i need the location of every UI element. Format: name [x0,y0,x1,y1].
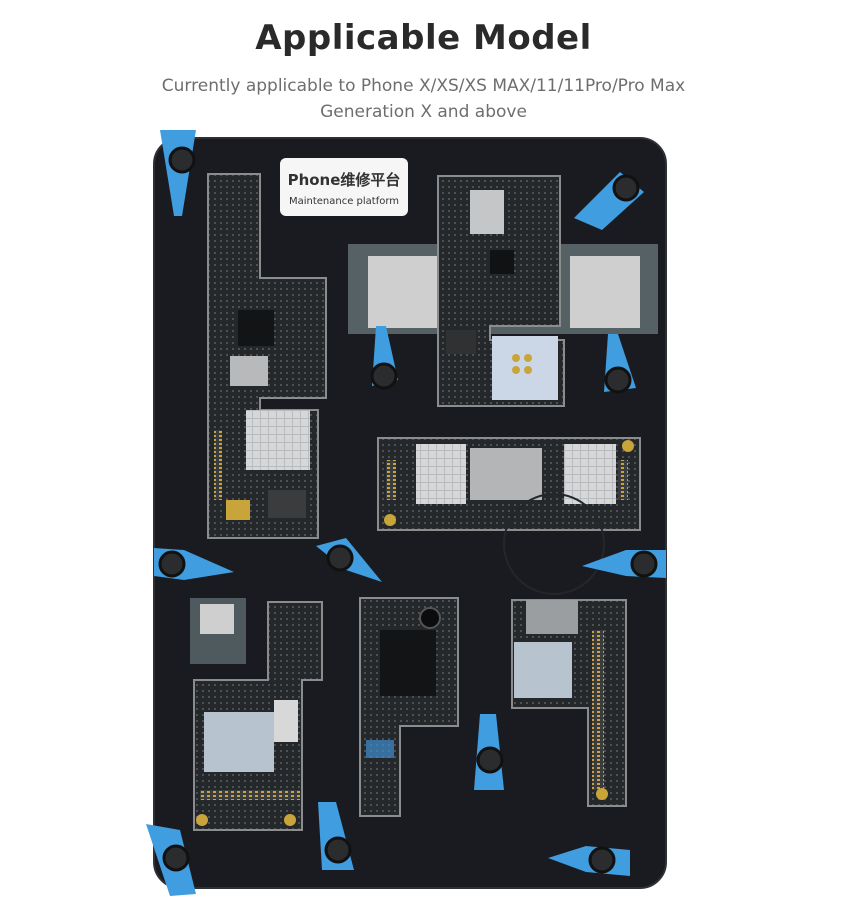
logic-board-left-tall [207,173,327,539]
clamp-mid-right[interactable] [604,334,636,394]
logic-board-top-center [437,175,565,407]
product-photo: Phone维修平台 Maintenance platform [146,130,667,896]
clamp-bottom-right[interactable] [548,846,630,876]
platform-label-line2: Maintenance platform [289,196,399,207]
subtitle-line-1: Currently applicable to Phone X/XS/XS MA… [161,76,686,96]
logic-board-middle [377,437,641,531]
clamp-mid-left[interactable] [370,326,398,390]
clamp-top-left[interactable] [160,130,196,216]
logic-board-bottom-right [511,599,627,807]
page-title: Applicable Model [255,18,592,58]
clamp-center[interactable] [316,538,382,582]
clamp-right-center[interactable] [582,550,666,578]
platform-label: Phone维修平台 Maintenance platform [280,158,408,216]
logic-board-bottom-center [359,597,459,817]
clamp-bottom-center-left[interactable] [318,802,354,870]
clamp-bottom-left[interactable] [146,824,196,896]
subtitle-line-2: Generation X and above [320,102,527,122]
clamp-bottom-middle[interactable] [474,714,504,790]
logic-board-bottom-left [190,598,323,831]
clamp-left-center[interactable] [154,548,234,580]
platform-label-line1: Phone维修平台 [288,171,401,189]
clamp-top-right[interactable] [574,172,644,230]
